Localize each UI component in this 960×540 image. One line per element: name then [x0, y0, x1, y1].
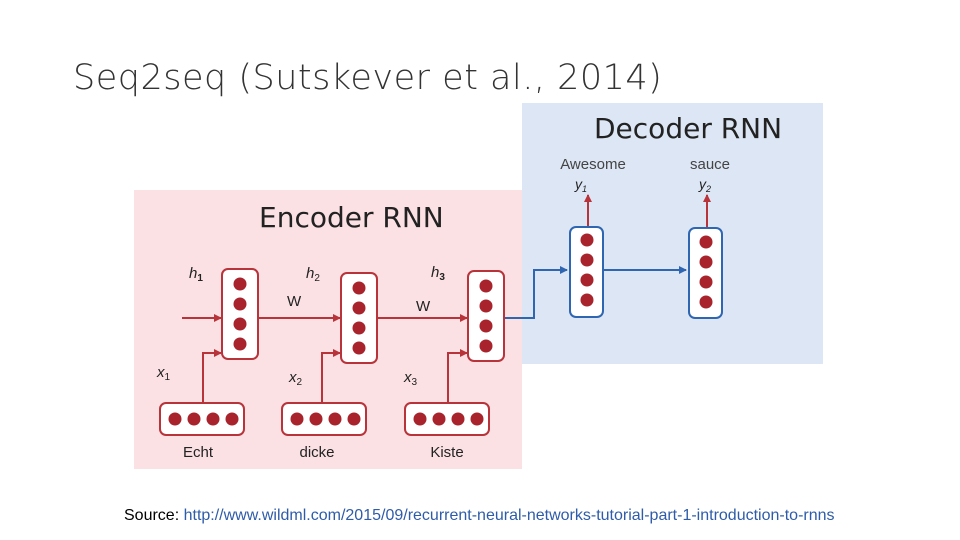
- source-citation: Source: http://www.wildml.com/2015/09/re…: [124, 507, 835, 525]
- y1-label: y1: [574, 176, 587, 194]
- context-to-decoder-arrow: [504, 266, 568, 319]
- source-link[interactable]: http://www.wildml.com/2015/09/recurrent-…: [183, 507, 835, 524]
- x3-label: x3: [403, 369, 418, 388]
- decoder-hidden-state-2: [688, 227, 723, 319]
- encoder-hidden-state-2: [340, 272, 378, 364]
- input-word-2: dicke: [299, 444, 334, 461]
- output-word-2: sauce: [690, 156, 730, 173]
- h3-label: h3: [431, 264, 445, 283]
- x2-to-h2-arrow: [321, 349, 341, 404]
- input-word-1: Echt: [183, 444, 214, 461]
- encoder-hidden-state-3: [467, 270, 505, 362]
- source-label: Source:: [124, 507, 180, 524]
- h2-label: h2: [306, 265, 320, 284]
- h1-label: h1: [189, 265, 203, 284]
- y2-label: y2: [698, 176, 711, 194]
- encoder-hidden-state-1: [221, 268, 259, 360]
- encoder-title: Encoder RNN: [259, 201, 444, 234]
- weight-label-1: W: [287, 293, 302, 310]
- x3-to-h3-arrow: [447, 349, 468, 404]
- slide-title: Seq2seq (Sutskever et al., 2014): [73, 58, 663, 98]
- input-word-3: Kiste: [430, 444, 463, 461]
- decoder-hidden-state-1: [569, 226, 604, 318]
- x1-label: x1: [156, 364, 171, 383]
- x1-to-h1-arrow: [202, 349, 222, 404]
- weight-label-2: W: [416, 298, 431, 315]
- input-embedding-1: [159, 402, 245, 436]
- decoder-title: Decoder RNN: [594, 112, 783, 145]
- output-word-1: Awesome: [560, 156, 626, 173]
- input-embedding-2: [281, 402, 367, 436]
- x2-label: x2: [288, 369, 303, 388]
- input-embedding-3: [404, 402, 490, 436]
